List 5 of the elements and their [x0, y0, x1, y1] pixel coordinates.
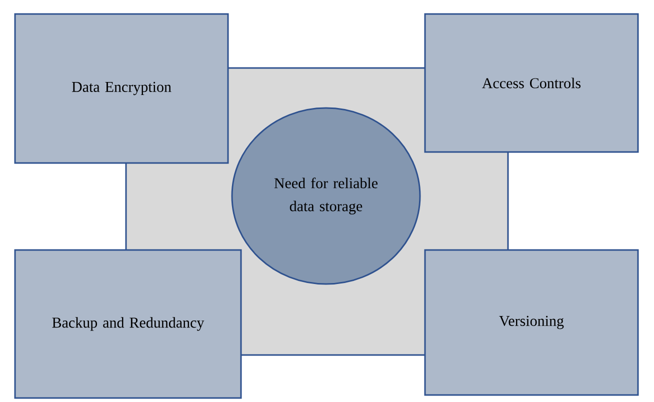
- topic-box: Data Encryption: [14, 13, 229, 164]
- topic-box: Backup and Redundancy: [14, 249, 242, 399]
- topic-box: Versioning: [424, 249, 639, 396]
- center-oval: Need for reliable data storage: [231, 107, 421, 285]
- topic-box: Access Controls: [424, 13, 639, 153]
